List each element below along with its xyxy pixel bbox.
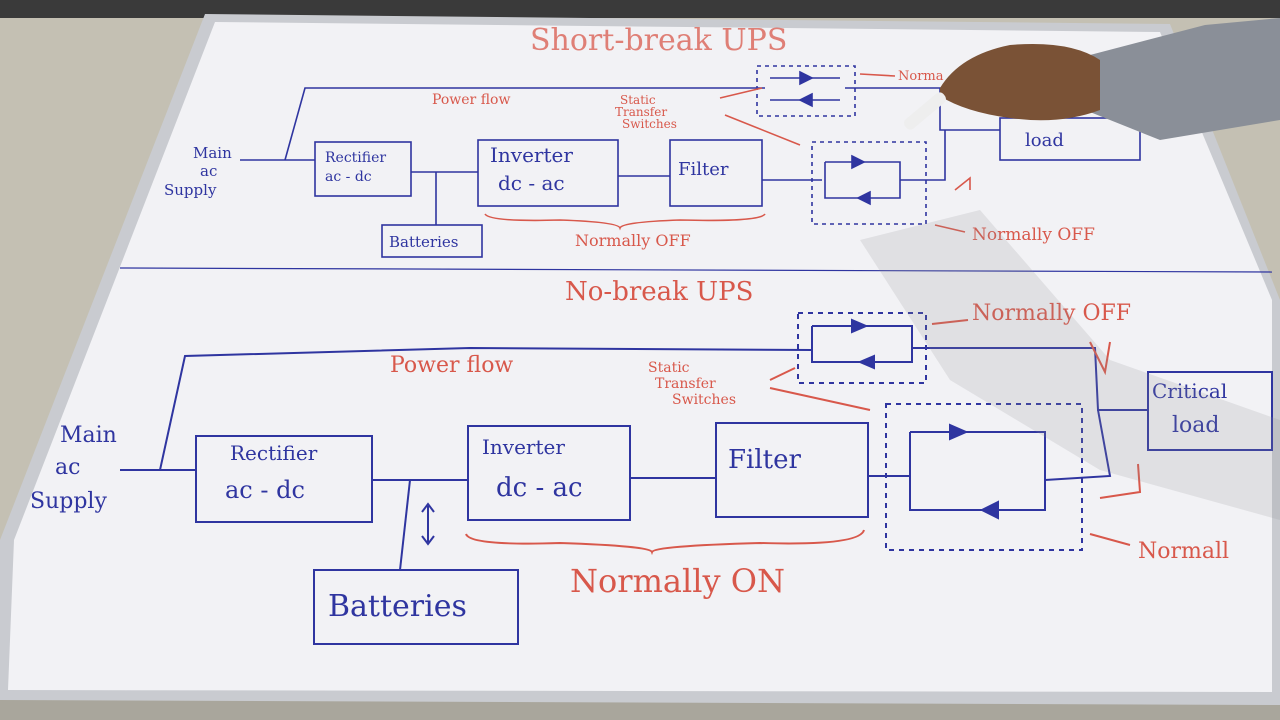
top-bypass-switch-box [756, 65, 856, 117]
bottom-ac-label: ac [55, 455, 80, 480]
top-inverter-box [477, 139, 619, 207]
top-inverter-sub: dc - ac [498, 171, 565, 195]
top-rectifier-label: Rectifier [325, 150, 386, 166]
short-break-section [240, 65, 1141, 258]
bottom-static-label: Static [648, 360, 690, 376]
bottom-inverter-box [467, 425, 631, 521]
top-supply-label: Supply [164, 181, 217, 199]
top-filter-box [669, 139, 763, 207]
bottom-normally-off-label: Normally OFF [972, 301, 1131, 326]
top-rectifier-sub: ac - dc [325, 169, 372, 185]
top-bypass-wire [284, 87, 765, 161]
top-inverter-label: Inverter [490, 143, 573, 167]
top-switches-label: Switches [622, 117, 677, 131]
bottom-load-label: load [1172, 413, 1219, 438]
bottom-rectifier-label: Rectifier [230, 441, 318, 465]
bottom-switches-label: Switches [672, 392, 736, 408]
bottom-power-flow-label: Power flow [390, 353, 513, 378]
bottom-main-label: Main [60, 423, 117, 448]
bottom-normally-right-label: Normall [1138, 539, 1229, 564]
bottom-critical-label: Critical [1152, 379, 1227, 403]
top-load-label: load [1025, 130, 1064, 151]
bottom-bypass-out-wire [912, 347, 1148, 411]
bottom-filter-box [715, 422, 869, 518]
top-filter-label: Filter [678, 159, 729, 180]
top-static-label: Static [620, 93, 656, 107]
bottom-normally-on-label: Normally ON [570, 562, 785, 600]
bottom-battery-wire [399, 479, 411, 571]
bottom-filter-label: Filter [728, 445, 802, 475]
no-break-section [120, 312, 1273, 645]
bottom-transfer-label: Transfer [655, 376, 716, 392]
bottom-title: No-break UPS [565, 277, 753, 307]
top-transfer-label: Transfer [615, 105, 667, 119]
bottom-brace [465, 529, 865, 556]
bottom-switch-out-wire [1044, 409, 1112, 481]
top-inverter-switch-box [811, 141, 927, 225]
bottom-supply-label: Supply [30, 489, 107, 514]
top-power-flow-label: Power flow [432, 92, 510, 108]
top-normally-label: Norma [898, 69, 944, 84]
top-normally-off-switch: Normally OFF [972, 225, 1095, 245]
bottom-inverter-label: Inverter [482, 435, 565, 459]
top-brace [484, 213, 766, 231]
bottom-batteries-label: Batteries [328, 589, 467, 624]
presenter-arm [860, 18, 1280, 520]
top-load-box [999, 117, 1141, 161]
bottom-rectifier-sub: ac - dc [225, 476, 305, 504]
top-switch-out-wire [900, 130, 946, 181]
top-bypass-out-wire [845, 87, 1000, 131]
top-title: Short-break UPS [530, 23, 787, 58]
top-rectifier-box [314, 141, 412, 197]
bottom-inverter-sub: dc - ac [496, 473, 583, 503]
top-batteries-box [381, 224, 483, 258]
section-divider [119, 267, 1273, 273]
bottom-bypass-wire [159, 346, 813, 471]
top-ac-label: ac [200, 162, 217, 180]
top-main-label: Main [193, 144, 232, 162]
bottom-batteries-box [313, 569, 519, 645]
top-normally-off-inverter: Normally OFF [575, 231, 691, 250]
top-batteries-label: Batteries [389, 233, 458, 251]
